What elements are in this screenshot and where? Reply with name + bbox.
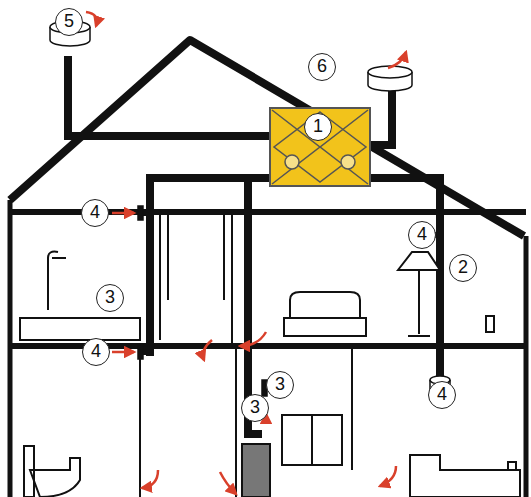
callout-number: 2 [449, 254, 477, 282]
interior-wall [160, 215, 232, 343]
callout-number: 4 [428, 381, 456, 409]
airflow-arrow [142, 470, 158, 488]
airflow-arrow [112, 212, 134, 215]
right-wall [524, 236, 529, 497]
fan-symbol [285, 155, 299, 169]
power-outlet [486, 316, 494, 332]
duct [368, 178, 440, 380]
callout-number: 4 [82, 338, 110, 366]
callout-number: 3 [96, 284, 124, 312]
duct [368, 90, 392, 145]
fan-symbol [341, 155, 355, 169]
duct [140, 213, 150, 352]
airflow-arrow [380, 466, 396, 486]
callout-number: 4 [81, 199, 109, 227]
airflow-arrows [86, 12, 406, 494]
callout-number: 1 [304, 113, 332, 141]
airflow-arrow [86, 12, 97, 26]
heat-recovery-unit [270, 108, 370, 186]
duct [68, 56, 272, 136]
wall-vent [138, 345, 143, 359]
toilet [24, 446, 80, 497]
airflow-arrow [388, 52, 406, 68]
bathtub [20, 318, 140, 340]
callout-number: 3 [266, 371, 294, 399]
callout-number: 5 [55, 8, 83, 36]
shower-head [48, 252, 66, 310]
unit-box [270, 108, 370, 186]
sofa [284, 292, 366, 336]
house-shell [10, 40, 526, 497]
duct [150, 178, 272, 356]
lamp [398, 252, 440, 336]
airflow-arrow [220, 472, 236, 494]
duct-work [68, 56, 440, 434]
callout-number: 4 [408, 221, 436, 249]
wardrobe [311, 415, 313, 465]
cabinet [242, 444, 270, 497]
airflow-arrow [112, 351, 134, 354]
airflow-arrow [203, 340, 212, 360]
roof-line [10, 40, 524, 236]
furniture [20, 252, 520, 497]
airflow-arrow [240, 332, 266, 346]
wall-vent [138, 206, 143, 220]
callout-number: 3 [241, 394, 269, 422]
wardrobe [282, 415, 342, 465]
callout-number: 6 [308, 53, 336, 81]
exchanger-lines [272, 110, 368, 184]
bed [410, 455, 520, 497]
